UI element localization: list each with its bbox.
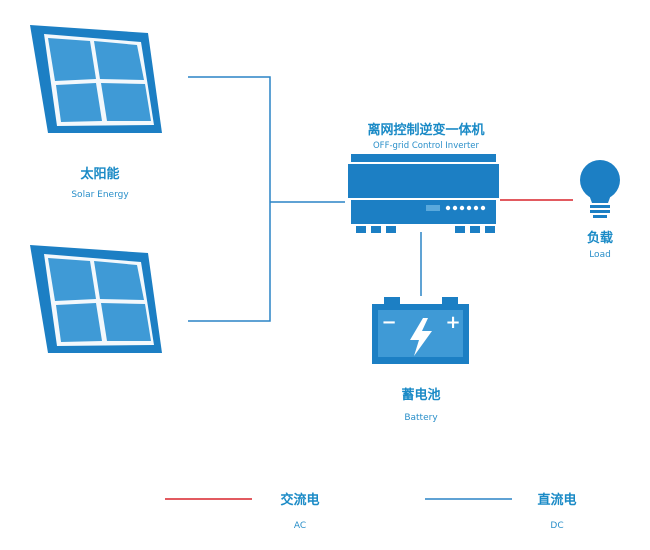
dc-wiring xyxy=(188,76,422,322)
legend-dc-label-en: DC xyxy=(550,521,563,531)
inverter-label-cn: 离网控制逆变一体机 xyxy=(367,122,484,138)
legend-dc-label-cn: 直流电 xyxy=(537,492,576,508)
battery-label-en: Battery xyxy=(404,413,438,423)
solar-panel-icon xyxy=(30,245,162,353)
solar-label-cn: 太阳能 xyxy=(79,166,119,182)
inverter-label-en: OFF-grid Control Inverter xyxy=(373,141,480,151)
battery-plus-sign: + xyxy=(445,312,460,333)
inverter-device-icon xyxy=(348,154,499,233)
battery-label-cn: 蓄电池 xyxy=(401,387,440,403)
load-label-cn: 负载 xyxy=(587,230,613,246)
solar-label-en: Solar Energy xyxy=(71,190,129,200)
battery-minus-sign: − xyxy=(381,312,396,333)
legend: 交流电 AC 直流电 DC xyxy=(165,492,577,531)
load-label-en: Load xyxy=(589,250,611,260)
legend-ac-label-cn: 交流电 xyxy=(280,492,319,508)
light-bulb-icon xyxy=(580,160,620,218)
battery-icon xyxy=(372,297,469,364)
solar-panel-icon xyxy=(30,25,162,133)
legend-ac-label-en: AC xyxy=(294,521,306,531)
